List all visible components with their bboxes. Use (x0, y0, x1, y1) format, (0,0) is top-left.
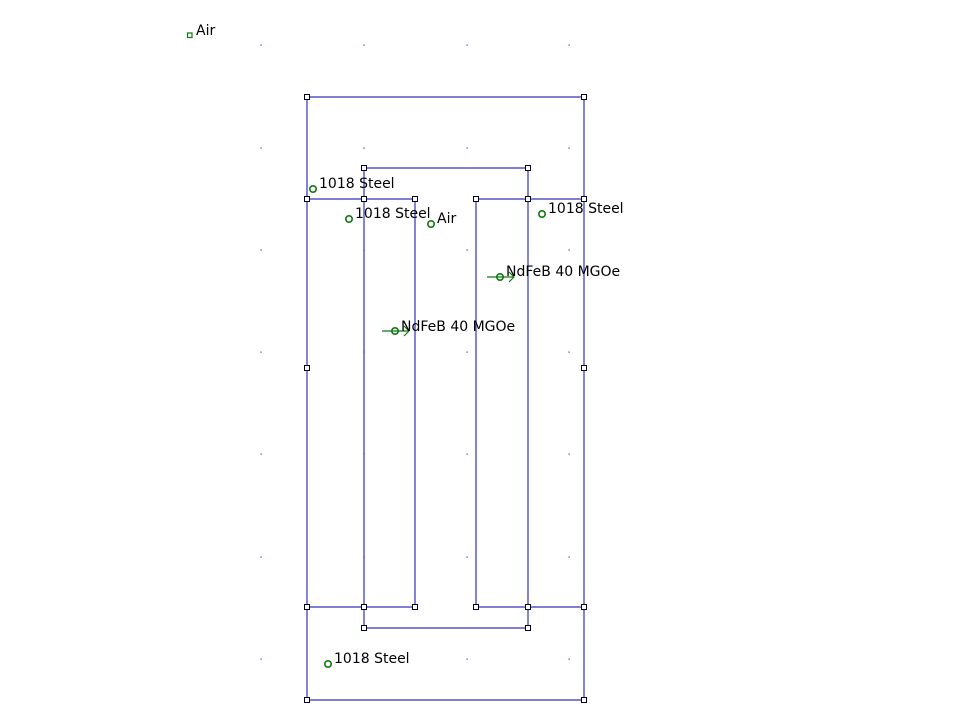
grid-dot (466, 453, 468, 455)
boundary-node[interactable] (304, 196, 310, 202)
boundary-nodes (304, 94, 587, 703)
label-steel-bottom: 1018 Steel (334, 651, 410, 667)
steel-marker[interactable] (537, 210, 546, 219)
boundary-node[interactable] (581, 94, 587, 100)
grid-dot (466, 249, 468, 251)
grid-dot (568, 147, 570, 149)
grid-dot (260, 351, 262, 353)
grid-dot (568, 44, 570, 46)
magnet-marker[interactable] (495, 272, 504, 281)
block-label-steel-right[interactable]: 1018 Steel (537, 201, 624, 219)
boundary-node[interactable] (473, 196, 479, 202)
label-steel-right: 1018 Steel (548, 201, 624, 217)
grid-dot (568, 453, 570, 455)
boundary-node[interactable] (412, 604, 418, 610)
grid-dot (568, 249, 570, 251)
boundary-node[interactable] (361, 625, 367, 631)
boundary-node[interactable] (304, 365, 310, 371)
grid-dot (466, 556, 468, 558)
block-label-steel-top-left[interactable]: 1018 Steel (308, 176, 395, 194)
grid-dot (568, 351, 570, 353)
label-steel-top-left: 1018 Steel (319, 176, 395, 192)
boundary-node[interactable] (361, 165, 367, 171)
grid-dot (260, 658, 262, 660)
grid-dot (260, 44, 262, 46)
boundary-node[interactable] (581, 697, 587, 703)
block-label-air-outer[interactable]: Air (186, 23, 216, 39)
steel-marker[interactable] (308, 185, 317, 194)
label-air-gap: Air (437, 211, 456, 227)
steel-marker[interactable] (344, 215, 353, 224)
boundary-node[interactable] (525, 196, 531, 202)
boundary-node[interactable] (412, 196, 418, 202)
boundary-node[interactable] (473, 604, 479, 610)
grid-dot (363, 147, 365, 149)
grid-dot (363, 658, 365, 660)
grid-dot (260, 147, 262, 149)
boundary-node[interactable] (581, 604, 587, 610)
air-region-marker[interactable] (186, 32, 193, 39)
label-magnet-right: NdFeB 40 MGOe (506, 264, 620, 280)
grid-dot (568, 658, 570, 660)
boundary-node[interactable] (361, 604, 367, 610)
boundary-node[interactable] (525, 604, 531, 610)
grid-dot (466, 658, 468, 660)
boundary-node[interactable] (581, 365, 587, 371)
boundary-node[interactable] (304, 697, 310, 703)
steel-marker[interactable] (323, 659, 332, 668)
grid-dot (466, 351, 468, 353)
grid-dot (260, 556, 262, 558)
grid-dot (260, 249, 262, 251)
grid-dot (260, 453, 262, 455)
boundary-node[interactable] (525, 165, 531, 171)
arrow-head-icon (403, 325, 410, 337)
arrow-head-icon (508, 271, 515, 283)
label-air-outer: Air (196, 23, 215, 39)
block-label-magnet-left[interactable]: NdFeB 40 MGOe (382, 319, 515, 337)
block-label-air-gap[interactable]: Air (426, 211, 457, 229)
boundary-node[interactable] (304, 94, 310, 100)
block-label-magnet-right[interactable]: NdFeB 40 MGOe (487, 264, 620, 283)
grid-dot (363, 44, 365, 46)
boundary-node[interactable] (525, 625, 531, 631)
grid-dot (466, 147, 468, 149)
magnet-marker[interactable] (390, 326, 399, 335)
air-marker[interactable] (426, 220, 435, 229)
label-magnet-left: NdFeB 40 MGOe (401, 319, 515, 335)
block-label-steel-bottom[interactable]: 1018 Steel (323, 651, 410, 668)
boundary-node[interactable] (581, 196, 587, 202)
grid-dot (568, 556, 570, 558)
label-steel-inner-left: 1018 Steel (355, 206, 431, 222)
block-label-steel-inner-left[interactable]: 1018 Steel (344, 206, 431, 224)
boundary-node[interactable] (361, 196, 367, 202)
boundary-node[interactable] (304, 604, 310, 610)
grid-dot (466, 44, 468, 46)
